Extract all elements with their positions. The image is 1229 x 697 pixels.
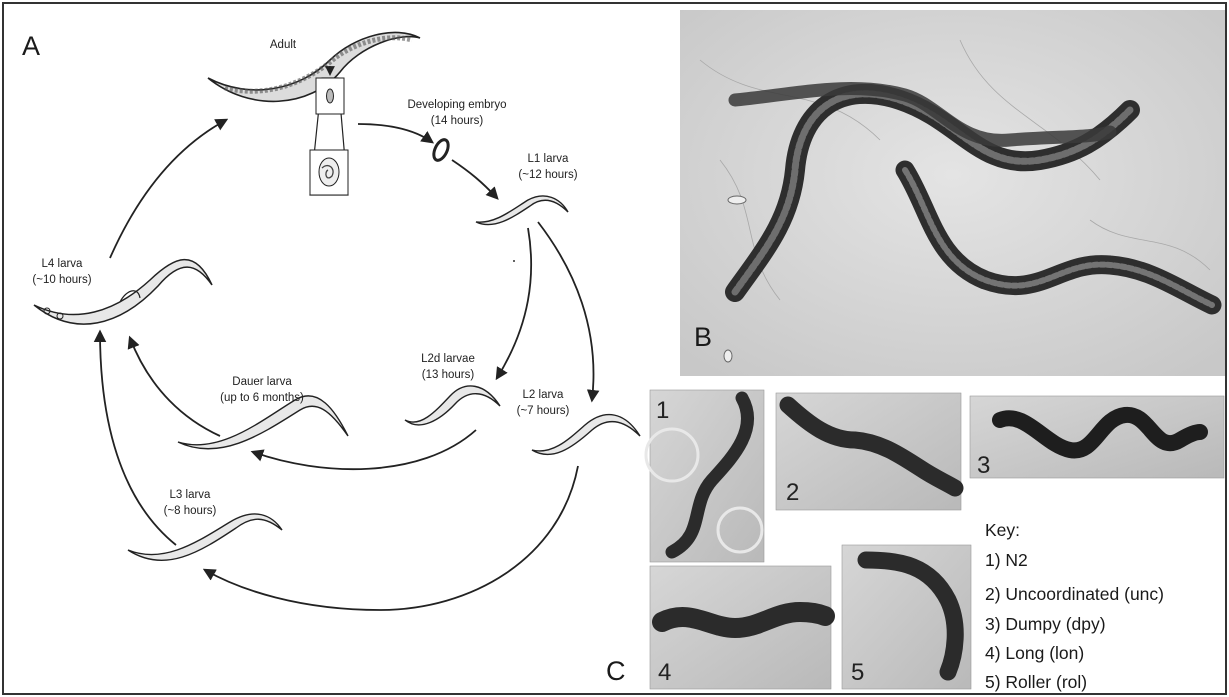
adult-worm [208, 32, 420, 101]
key-item-4: 4) Long (lon) [985, 643, 1084, 663]
stage-name-l3: L3 larva [170, 489, 212, 501]
micrograph-b-background [680, 10, 1225, 376]
stage-duration-l2d: (13 hours) [422, 369, 475, 381]
stage-duration-l2: (~7 hours) [517, 405, 570, 417]
embryo-zoom-box [310, 66, 348, 195]
thumbnail-number-4: 4 [658, 659, 671, 686]
l2d-worm [405, 386, 500, 425]
panel-b-letter: B [694, 322, 712, 352]
l1-worm [476, 196, 568, 225]
thumbnail-number-2: 2 [786, 479, 799, 506]
l2-worm [532, 415, 640, 455]
stage-duration-l1: (~12 hours) [518, 169, 577, 181]
key-item-2: 2) Uncoordinated (unc) [985, 584, 1164, 604]
key-item-1: 1) N2 [985, 550, 1028, 570]
panel-a-life-cycle: A Adult Developing embryo (14 hours) L1 … [22, 31, 640, 610]
stage-duration-dauer: (up to 6 months) [220, 392, 304, 404]
mutant-thumbnail-3: 3 [970, 396, 1224, 479]
stage-duration-l4: (~10 hours) [32, 274, 91, 286]
arrow-l1-to-l2 [538, 222, 593, 400]
stage-name-l2d: L2d larvae [421, 353, 475, 365]
arrow-dauer-to-l4 [130, 338, 220, 436]
panel-b-micrograph: B [680, 10, 1225, 376]
mutant-thumbnail-5: 5 [842, 545, 971, 689]
panel-c-letter: C [606, 656, 626, 686]
panel-c-mutants: 1 2 3 4 5 C Key: 1) N2 [606, 390, 1224, 692]
mutant-thumbnail-4: 4 [650, 566, 831, 689]
stage-name-l4: L4 larva [42, 258, 84, 270]
stage-name-adult: Adult [270, 39, 297, 51]
thumbnail-number-3: 3 [977, 452, 990, 479]
arrow-l4-to-adult [110, 120, 226, 258]
stage-duration-embryo: (14 hours) [431, 115, 484, 127]
panel-a-letter: A [22, 31, 40, 61]
key-title: Key: [985, 520, 1020, 540]
stage-name-dauer: Dauer larva [232, 376, 292, 388]
arrow-l2d-to-dauer [253, 430, 476, 469]
thumbnail-number-1: 1 [656, 397, 669, 424]
arrow-l2-to-l3 [205, 466, 578, 610]
mutant-key: Key: 1) N2 2) Uncoordinated (unc) 3) Dum… [985, 520, 1164, 692]
embryo-egg [431, 137, 451, 162]
key-item-5: 5) Roller (rol) [985, 672, 1087, 692]
arrow-embryo-to-l1 [452, 160, 497, 198]
stage-name-embryo: Developing embryo [407, 99, 506, 111]
mutant-thumbnail-2: 2 [776, 393, 961, 510]
mutant-thumbnail-1: 1 [646, 390, 764, 562]
stage-name-l2: L2 larva [523, 389, 565, 401]
stage-duration-l3: (~8 hours) [164, 505, 217, 517]
arrow-l1-to-l2d [497, 228, 531, 378]
thumbnail-number-5: 5 [851, 659, 864, 686]
arrow-box-to-embryo [358, 124, 432, 142]
stage-name-l1: L1 larva [528, 153, 570, 165]
key-item-3: 3) Dumpy (dpy) [985, 614, 1106, 634]
